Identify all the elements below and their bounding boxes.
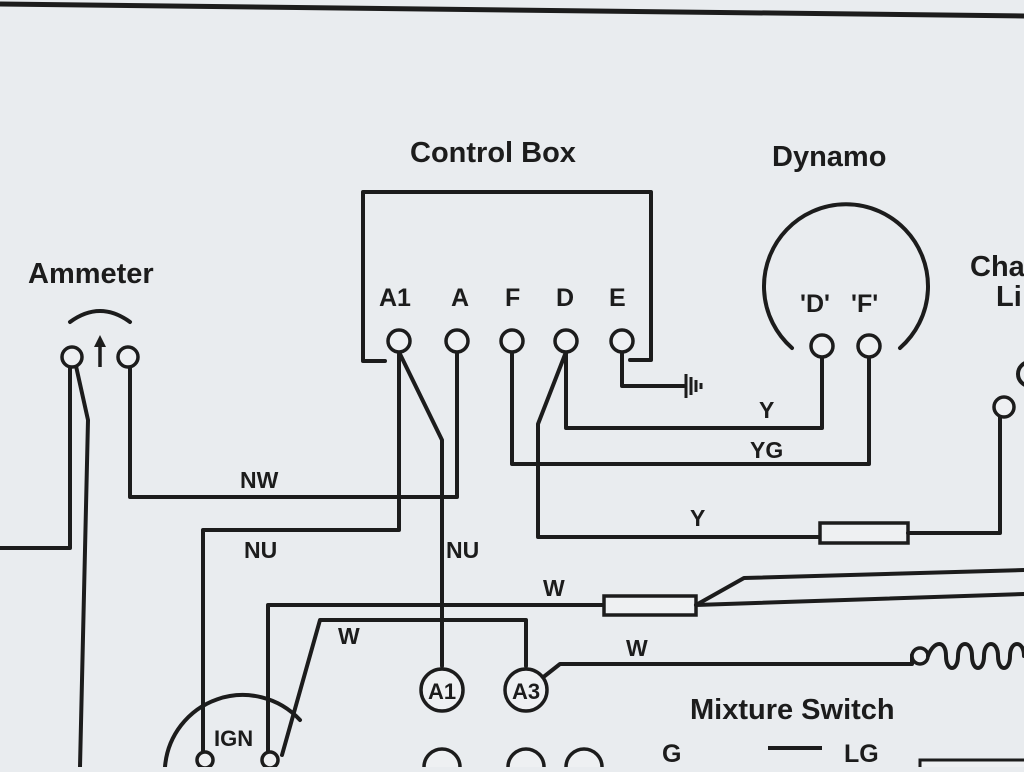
wire-w-top xyxy=(266,603,606,769)
ignition-terminal-left xyxy=(195,750,215,770)
wire-label-y2: Y xyxy=(690,505,705,531)
wire-label-y1: Y xyxy=(759,397,774,423)
component-a3 xyxy=(503,667,549,713)
bottom-terminal-3 xyxy=(564,747,604,772)
component-a1-label: A1 xyxy=(428,679,456,704)
bottom-label-lg: LG xyxy=(844,740,879,767)
terminal-d xyxy=(553,328,579,354)
dynamo-terminal-label-d: 'D' xyxy=(800,290,830,318)
wire-y-d-to-dynamo xyxy=(564,350,824,430)
dynamo-title: Dynamo xyxy=(772,141,886,173)
charge-light-terminal xyxy=(992,395,1016,419)
ignition-label: IGN xyxy=(214,726,253,751)
terminal-e xyxy=(609,328,635,354)
wire-label-nu-right: NU xyxy=(446,537,479,563)
terminal-label-f: F xyxy=(505,284,520,312)
control-box-title: Control Box xyxy=(410,137,576,169)
wire-label-nw: NW xyxy=(240,467,279,493)
component-a1 xyxy=(419,667,465,713)
ammeter-terminal-left xyxy=(60,345,84,369)
wire-y-to-charge-light xyxy=(906,415,1002,535)
earth-icon xyxy=(684,374,703,398)
bottom-terminal-2 xyxy=(506,747,546,772)
ammeter-arc xyxy=(68,309,132,324)
charge-light-title-line2: Li xyxy=(996,281,1022,313)
terminal-label-a1: A1 xyxy=(379,284,411,312)
wire-label-w-top: W xyxy=(543,575,565,601)
resistor-w xyxy=(602,594,698,617)
charge-light-title: Cha xyxy=(970,251,1024,283)
wire-nu-a1-left xyxy=(201,350,401,769)
terminal-a xyxy=(444,328,470,354)
ignition-terminal-right xyxy=(260,750,280,770)
bottom-label-g: G xyxy=(662,740,681,767)
wire-label-yg: YG xyxy=(750,437,783,463)
terminal-label-e: E xyxy=(609,284,626,312)
dynamo-terminal-d xyxy=(809,333,835,359)
wire-y-d-to-light xyxy=(536,350,822,539)
ammeter-title: Ammeter xyxy=(28,258,154,290)
page-top-edge xyxy=(0,1,1024,19)
ammeter-terminal-right xyxy=(116,345,140,369)
wire-label-w-left: W xyxy=(338,623,360,649)
wire-nu-a1-right xyxy=(397,350,444,668)
wire-yg-f-to-dynamo xyxy=(510,350,871,466)
charge-light-bulb xyxy=(1016,361,1024,387)
component-a3-label: A3 xyxy=(512,679,540,704)
wire-ammeter-down xyxy=(74,364,90,769)
terminal-a1 xyxy=(386,328,412,354)
coil-icon xyxy=(926,642,1024,670)
terminal-label-a: A xyxy=(451,284,469,312)
bottom-terminal-1 xyxy=(422,747,462,772)
wire-label-nu-left: NU xyxy=(244,537,277,563)
terminal-label-d: D xyxy=(556,284,574,312)
wire-label-w-mid: W xyxy=(626,635,648,661)
dynamo-body-arc xyxy=(762,202,930,350)
resistor-y xyxy=(818,521,910,545)
wire-w-upper-right xyxy=(694,568,1024,607)
terminal-f xyxy=(499,328,525,354)
control-box-outline xyxy=(361,190,653,363)
wire-ammeter-left xyxy=(0,364,72,550)
dynamo-terminal-f xyxy=(856,333,882,359)
wire-w-lower-right xyxy=(694,592,1024,607)
wire-w-mid xyxy=(530,653,914,688)
dynamo-terminal-label-f: 'F' xyxy=(851,290,878,318)
earth-wire xyxy=(620,350,686,388)
bottom-right-component xyxy=(918,758,1024,772)
ammeter-needle-icon xyxy=(94,335,106,367)
mixture-switch-title: Mixture Switch xyxy=(690,694,895,726)
wire-nw-a-to-ammeter xyxy=(128,350,459,499)
ignition-switch-outline xyxy=(163,693,302,769)
wire-w-left xyxy=(280,618,528,757)
coil-terminal xyxy=(910,646,930,666)
